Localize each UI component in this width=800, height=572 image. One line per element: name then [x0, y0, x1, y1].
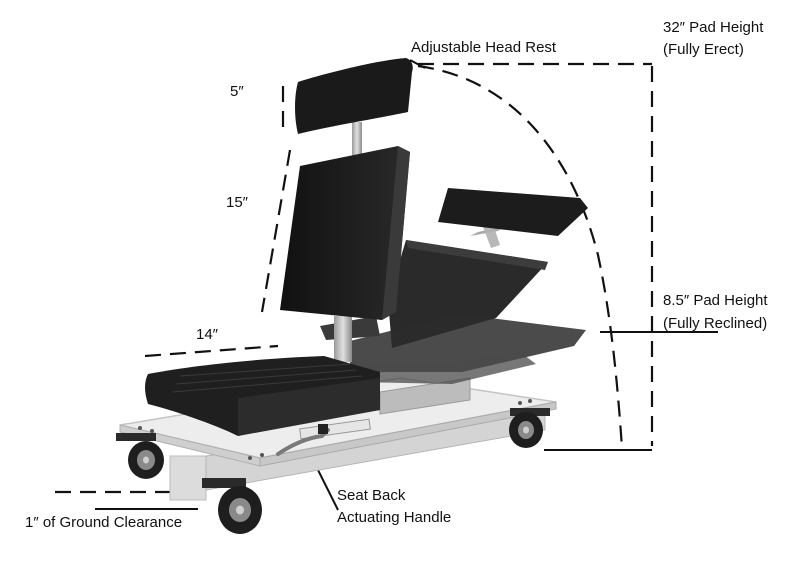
label-pad-height-erect-note: (Fully Erect) — [663, 41, 744, 58]
label-pad-height-erect: 32″ Pad Height — [663, 19, 764, 36]
seat-post — [334, 122, 362, 362]
seat-dimension-line — [144, 344, 279, 358]
caster-back-left — [116, 433, 164, 479]
headrest-pad — [295, 58, 413, 134]
label-pad-height-reclined-note: (Fully Reclined) — [663, 315, 767, 332]
label-pad-height-reclined: 8.5″ Pad Height — [663, 292, 768, 309]
label-head-rest: Adjustable Head Rest — [411, 39, 557, 56]
platform — [119, 377, 557, 501]
seat-cushion — [145, 356, 380, 436]
label-handle: Seat Back — [337, 487, 406, 504]
reclined-position-ghost — [320, 188, 588, 384]
seat-back-actuating-handle — [276, 418, 371, 456]
seat-back-pad — [280, 146, 410, 320]
label-dimension-back: 15″ — [226, 194, 249, 211]
caster-wheels — [116, 408, 550, 534]
caster-back-right — [509, 408, 550, 448]
caster-front — [202, 478, 262, 534]
recline-arc — [417, 64, 624, 449]
dimension-lines — [55, 62, 654, 494]
label-dimension-headrest: 5″ — [230, 83, 244, 100]
back-dimension-line — [260, 149, 292, 313]
label-handle-note: Actuating Handle — [337, 509, 451, 526]
label-ground-clearance: 1″ of Ground Clearance — [25, 514, 182, 531]
headrest-leader-line — [409, 59, 426, 69]
label-dimension-seat: 14″ — [196, 326, 219, 343]
